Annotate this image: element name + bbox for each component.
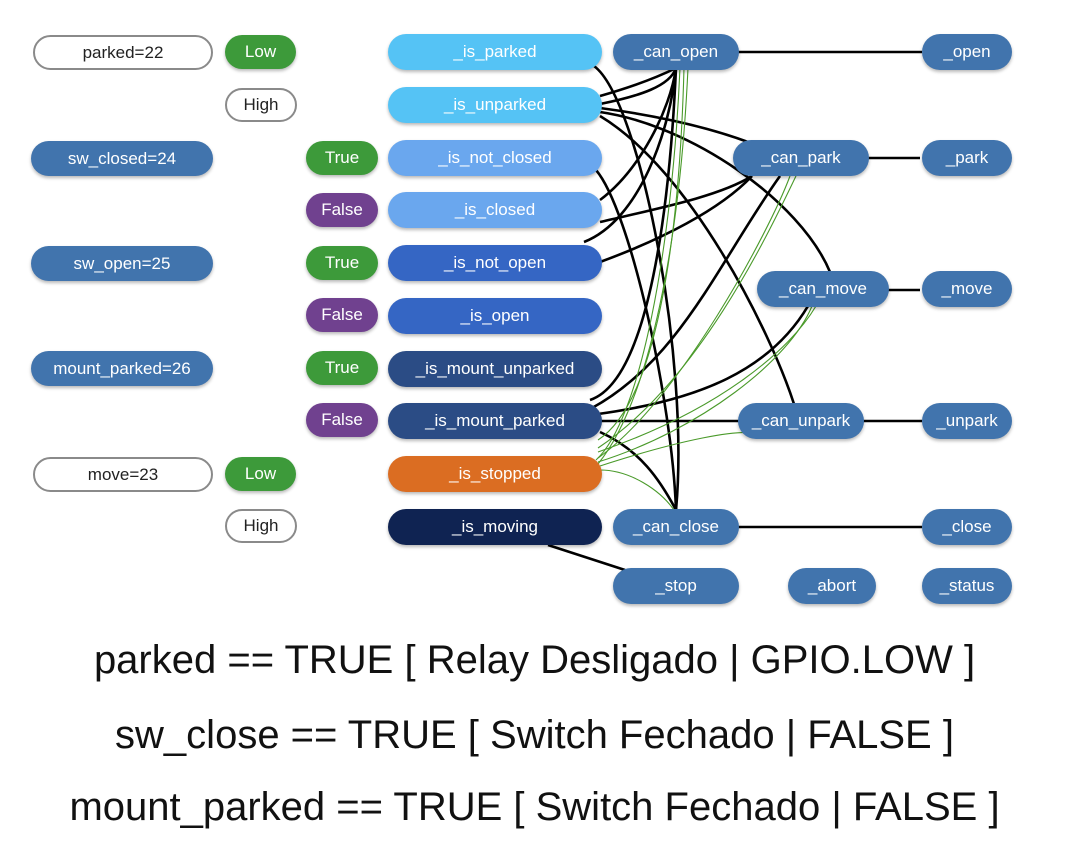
- wire-mount-parked-green-to-can-park: [597, 175, 797, 449]
- action-move: _move: [922, 271, 1012, 307]
- parked-high-level: High: [225, 88, 297, 122]
- action-unpark: _unpark: [922, 403, 1012, 439]
- wire-closed-to-can-park: [599, 174, 753, 224]
- wire-moving-to-stop: [547, 543, 626, 572]
- sw-closed-true-level: True: [306, 141, 378, 175]
- sw-closed-false-level: False: [306, 193, 378, 227]
- parked-input: parked=22: [33, 35, 213, 70]
- sw-closed-input: sw_closed=24: [31, 141, 213, 176]
- state-is-unparked: _is_unparked: [388, 87, 602, 123]
- sw-open-input: sw_open=25: [31, 246, 213, 281]
- move-low-level: Low: [225, 457, 296, 491]
- check-can-close: _can_close: [613, 509, 739, 545]
- sw-open-false-level: False: [306, 298, 378, 332]
- wire-stopped-to-can-close: [599, 469, 675, 511]
- wire-parked-to-can-close: [593, 64, 680, 511]
- state-is-stopped: _is_stopped: [388, 456, 602, 492]
- note-parked: parked == TRUE [ Relay Desligado | GPIO.…: [93, 638, 976, 682]
- state-is-open: _is_open: [388, 298, 602, 334]
- wire-not-open-to-can-open: [583, 67, 678, 244]
- state-is-mount-unparked: _is_mount_unparked: [388, 351, 602, 387]
- note-sw-close: sw_close == TRUE [ Switch Fechado | FALS…: [115, 713, 954, 757]
- wire-unparked-to-can-open-2: [599, 67, 678, 106]
- action-close: _close: [922, 509, 1012, 545]
- wire-mount-parked-to-can-open: [589, 67, 678, 402]
- wire-mount-parked-green-to-can-open: [597, 67, 685, 441]
- parked-low-level: Low: [225, 35, 296, 69]
- mount-parked-input: mount_parked=26: [31, 351, 213, 386]
- check-can-open: _can_open: [613, 34, 739, 70]
- move-input: move=23: [33, 457, 213, 492]
- wire-unparked-to-can-unpark: [599, 114, 796, 405]
- state-is-mount-parked: _is_mount_parked: [388, 403, 602, 439]
- green-wires: [595, 67, 817, 511]
- note-mount-parked: mount_parked == TRUE [ Switch Fechado | …: [69, 785, 1000, 829]
- wire-stopped-to-can-park: [597, 175, 791, 459]
- state-is-closed: _is_closed: [388, 192, 602, 228]
- black-wires: [547, 50, 922, 572]
- check-can-park: _can_park: [733, 140, 869, 176]
- wire-unparked-to-can-open: [599, 66, 677, 98]
- mount-false-level: False: [306, 403, 378, 437]
- mount-true-level: True: [306, 351, 378, 385]
- wire-not-open-to-can-park: [599, 175, 753, 264]
- state-is-not-closed: _is_not_closed: [388, 140, 602, 176]
- wire-stopped-to-can-open-2: [597, 67, 689, 465]
- state-is-moving: _is_moving: [388, 509, 602, 545]
- check-can-unpark: _can_unpark: [738, 403, 864, 439]
- move-high-level: High: [225, 509, 297, 543]
- check-stop: _stop: [613, 568, 739, 604]
- check-can-move: _can_move: [757, 271, 889, 307]
- state-is-not-open: _is_not_open: [388, 245, 602, 281]
- connection-wires: [547, 50, 922, 572]
- action-park: _park: [922, 140, 1012, 176]
- state-is-parked: _is_parked: [388, 34, 602, 70]
- action-open: _open: [922, 34, 1012, 70]
- action-status: _status: [922, 568, 1012, 604]
- sw-open-true-level: True: [306, 246, 378, 280]
- wire-mount-parked-to-can-park: [591, 175, 782, 410]
- wire-stopped-to-can-unpark: [599, 431, 761, 467]
- wire-mount-parked-to-can-move: [597, 305, 810, 416]
- wire-mount-parked-green-to-can-move: [597, 305, 817, 453]
- action-abort: _abort: [788, 568, 876, 604]
